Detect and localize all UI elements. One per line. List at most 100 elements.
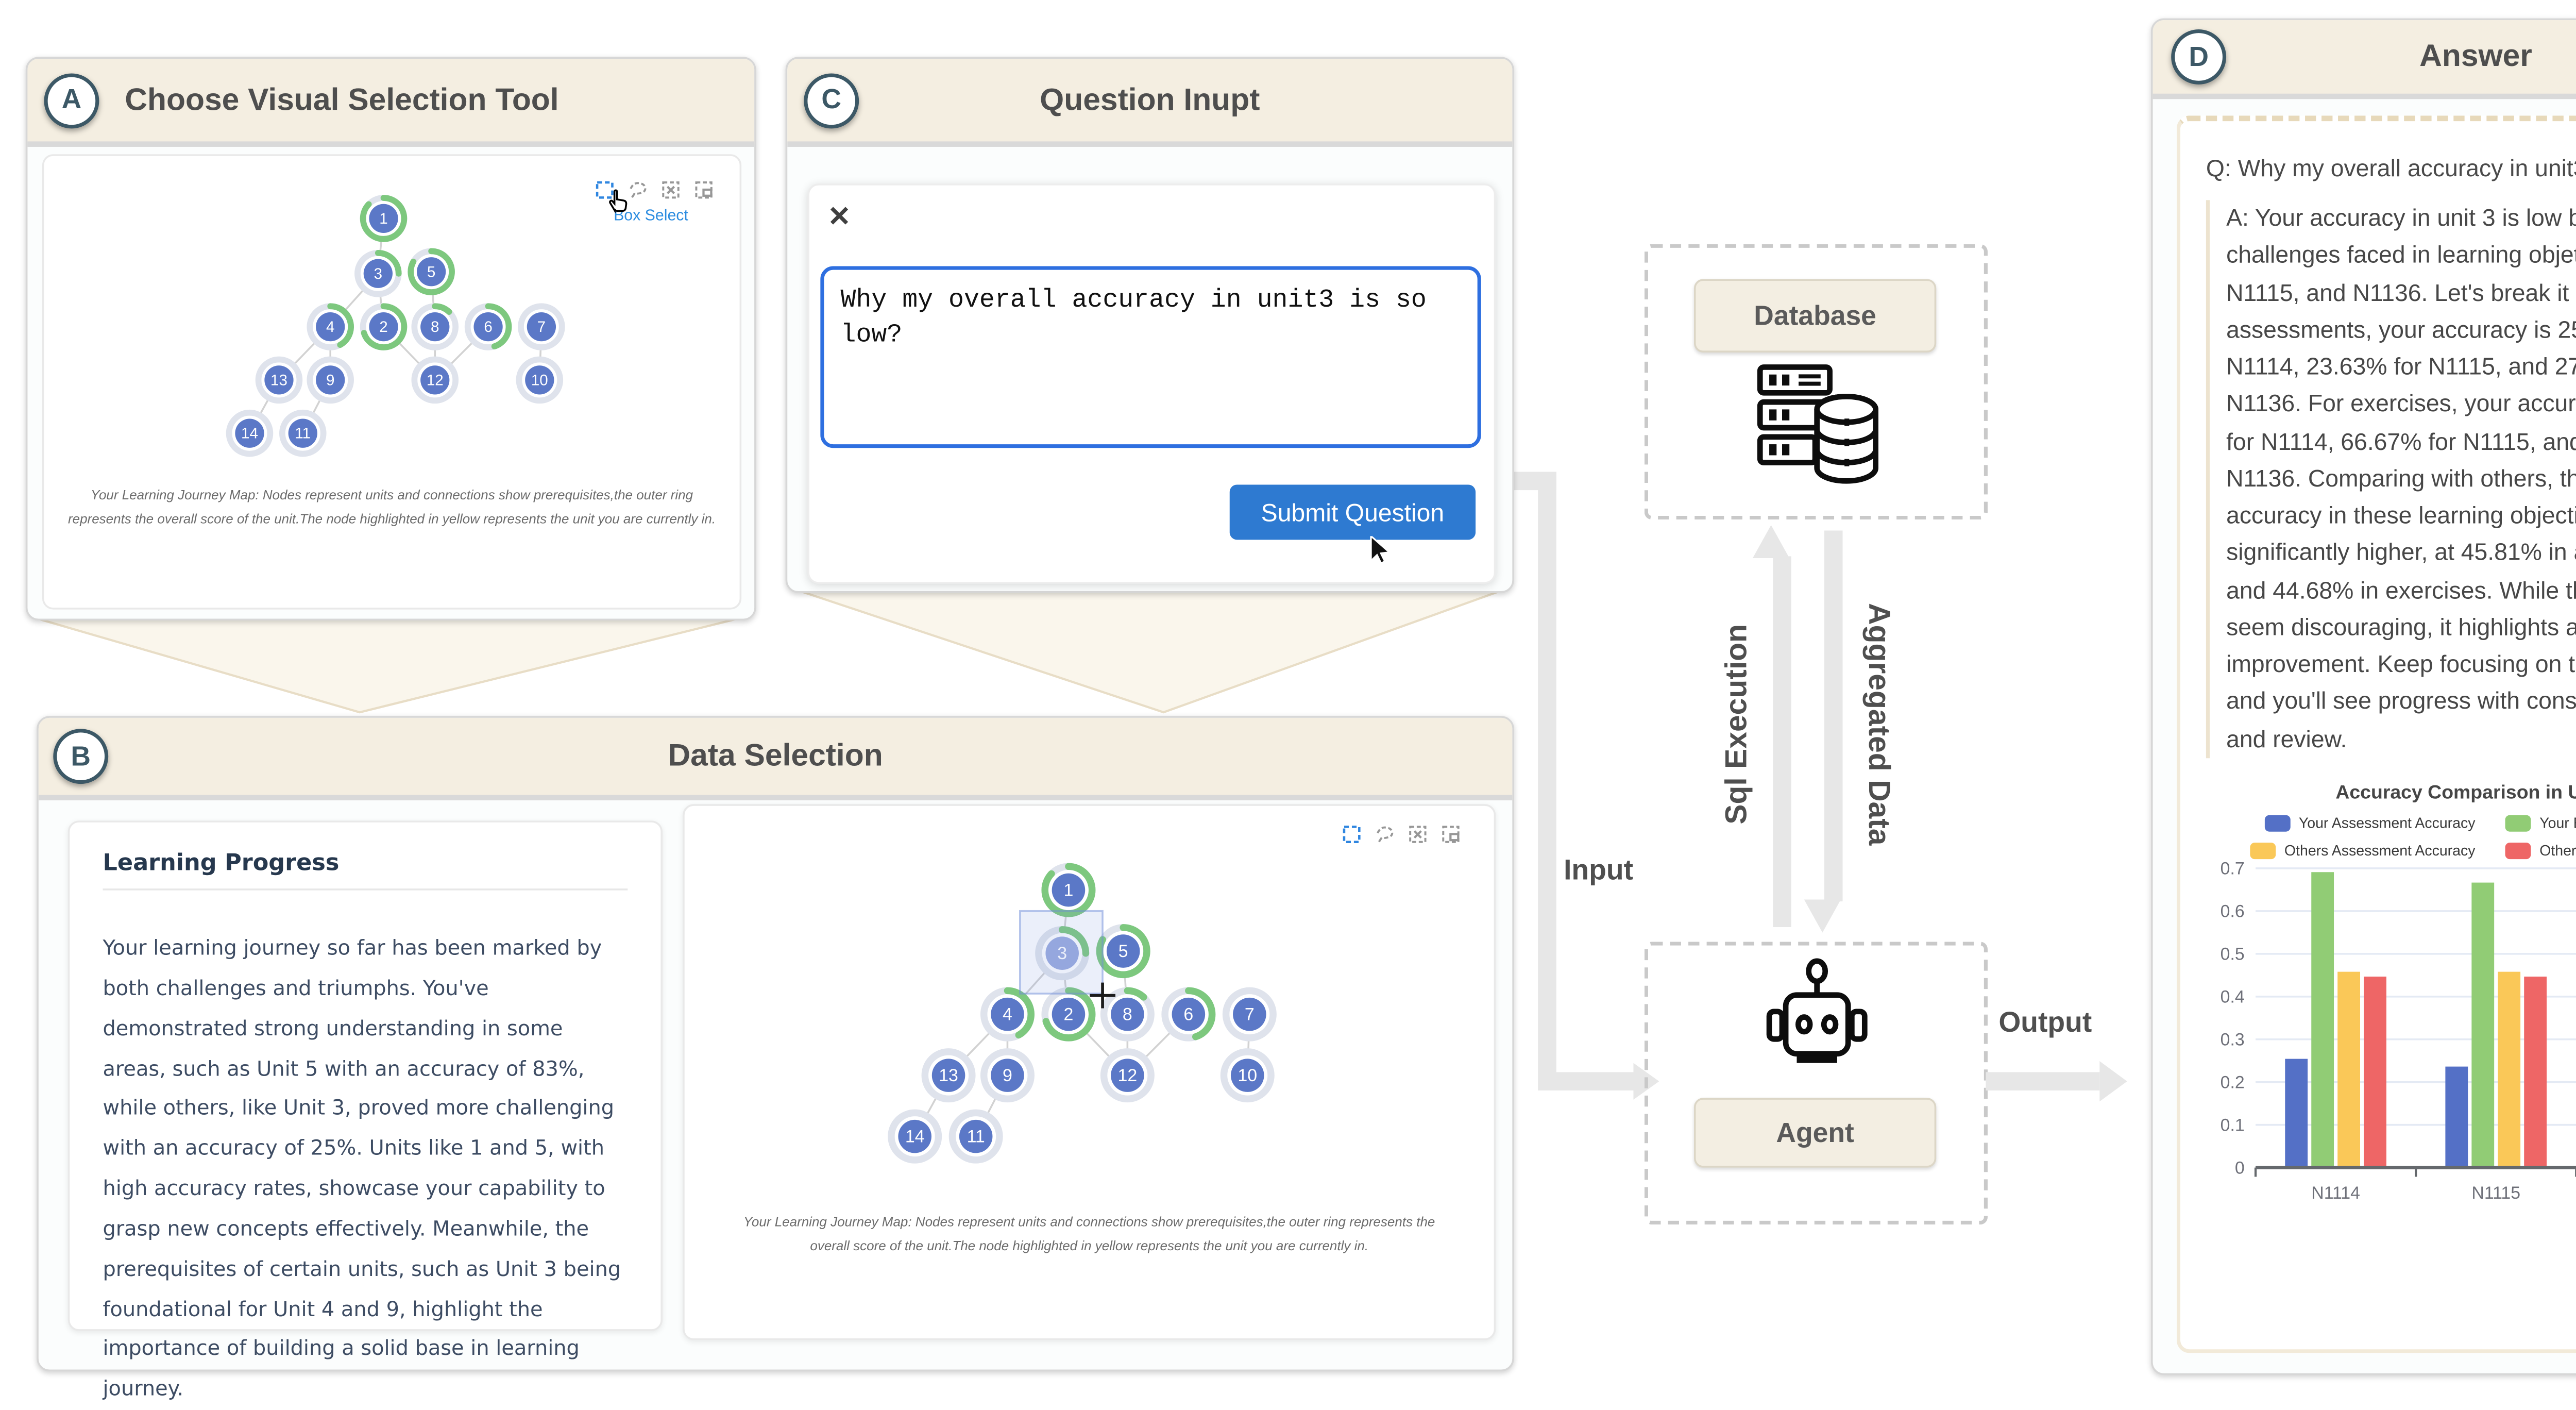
- learning-progress-text: Your learning journey so far has been ma…: [103, 936, 621, 1402]
- svg-text:0.2: 0.2: [2221, 1072, 2245, 1092]
- legend-item[interactable]: Others Exercise Accuracy: [2504, 843, 2576, 860]
- input-flow-line: [1538, 1072, 1637, 1091]
- chart-legend-row-2: Others Assessment Accuracy Others Exerci…: [2206, 843, 2576, 860]
- answer-card: Q: Why my overall accuracy in unit3 is s…: [2176, 115, 2576, 1353]
- learning-progress-card: Learning Progress Your learning journey …: [67, 820, 663, 1401]
- svg-text:N1115: N1115: [2471, 1183, 2520, 1203]
- selection-toolbar: [1342, 824, 1461, 844]
- submit-question-button[interactable]: Submit Question: [1229, 484, 1476, 540]
- legend-item[interactable]: Your Exercise Accuracy: [2504, 815, 2576, 832]
- aggregated-data-arrow: [1824, 530, 1843, 902]
- panel-d-title: Answer: [2419, 38, 2532, 74]
- database-label: Database: [1694, 279, 1937, 352]
- arrow-cursor-icon: [1370, 536, 1392, 565]
- robot-agent-icon: [1766, 958, 1868, 1063]
- answer-text: A: Your accuracy in unit 3 is low becaus…: [2206, 200, 2576, 759]
- lasso-select-icon[interactable]: [628, 180, 648, 200]
- svg-text:3: 3: [374, 265, 382, 282]
- svg-text:7: 7: [537, 318, 546, 335]
- svg-text:2: 2: [1064, 1005, 1074, 1025]
- aggregated-data-arrowhead: [1803, 899, 1840, 933]
- svg-text:4: 4: [326, 318, 334, 335]
- legend-label: Your Assessment Accuracy: [2298, 815, 2476, 832]
- svg-text:N1114: N1114: [2311, 1183, 2360, 1203]
- svg-text:5: 5: [427, 263, 435, 280]
- divider: [103, 888, 628, 891]
- hand-cursor-icon: [609, 189, 628, 213]
- legend-swatch-green: [2504, 815, 2531, 832]
- output-label: Output: [1998, 1008, 2092, 1039]
- sql-execution-arrow: [1773, 556, 1791, 927]
- svg-text:7: 7: [1245, 1005, 1255, 1025]
- svg-text:14: 14: [905, 1127, 925, 1147]
- clear-selection-icon[interactable]: [1408, 824, 1428, 844]
- journey-map-caption: Your Learning Journey Map: Nodes represe…: [67, 486, 716, 527]
- output-flow-line: [1986, 1072, 2100, 1091]
- lasso-select-icon[interactable]: [1375, 824, 1395, 844]
- svg-text:0.6: 0.6: [2221, 902, 2245, 921]
- svg-text:4: 4: [1003, 1005, 1012, 1025]
- legend-label: Others Assessment Accuracy: [2284, 843, 2476, 860]
- agent-label: Agent: [1694, 1098, 1937, 1168]
- svg-text:8: 8: [1123, 1005, 1132, 1025]
- selection-toolbar: [595, 180, 714, 200]
- panel-a-header: A Choose Visual Selection Tool: [27, 58, 755, 147]
- legend-swatch-yellow: [2249, 843, 2276, 860]
- zoom-select-icon[interactable]: [694, 180, 714, 200]
- svg-text:0: 0: [2235, 1158, 2245, 1178]
- svg-text:0.4: 0.4: [2221, 987, 2245, 1007]
- output-arrowhead: [2099, 1061, 2127, 1102]
- svg-text:8: 8: [431, 318, 439, 335]
- svg-text:9: 9: [1003, 1066, 1012, 1085]
- svg-text:5: 5: [1118, 942, 1128, 961]
- learning-progress-title: Learning Progress: [103, 848, 340, 876]
- bar-chart-plot: 00.10.20.30.40.50.60.7N1114N1115N1136: [2221, 859, 2576, 1203]
- journey-map-caption: Your Learning Journey Map: Nodes represe…: [743, 1213, 1435, 1254]
- svg-text:0.1: 0.1: [2221, 1115, 2245, 1135]
- svg-text:13: 13: [939, 1066, 958, 1085]
- panel-c-title: Question Inupt: [1040, 81, 1260, 117]
- accuracy-chart: Accuracy Comparison in Unit 3 Your Asses…: [2206, 782, 2576, 1235]
- legend-swatch-red: [2504, 843, 2531, 860]
- sql-execution-arrowhead: [1752, 525, 1789, 558]
- close-icon[interactable]: ✕: [827, 202, 851, 233]
- badge-d: D: [2171, 29, 2227, 85]
- svg-text:1: 1: [1064, 881, 1074, 900]
- database-icon: [1757, 364, 1879, 484]
- svg-text:12: 12: [1118, 1066, 1138, 1085]
- svg-text:6: 6: [1183, 1005, 1193, 1025]
- panel-question-input: C Question Inupt ✕ Submit Question: [785, 57, 1514, 593]
- panel-a-title: Choose Visual Selection Tool: [125, 81, 559, 117]
- svg-text:14: 14: [241, 425, 258, 442]
- question-textarea[interactable]: [820, 266, 1481, 448]
- svg-text:11: 11: [967, 1127, 985, 1147]
- svg-text:9: 9: [326, 372, 334, 389]
- svg-text:2: 2: [379, 318, 387, 335]
- svg-text:6: 6: [484, 318, 492, 335]
- database-box: Database: [1644, 244, 1988, 520]
- svg-text:3: 3: [1057, 944, 1067, 963]
- input-flow-line: [1538, 472, 1556, 1091]
- svg-text:12: 12: [427, 372, 444, 389]
- chart-title: Accuracy Comparison in Unit 3: [2335, 782, 2576, 804]
- funnel-c-to-b: [794, 588, 1505, 714]
- box-select-icon[interactable]: [1342, 824, 1362, 844]
- chart-legend-row-1: Your Assessment Accuracy Your Exercise A…: [2206, 815, 2576, 832]
- svg-text:13: 13: [270, 372, 287, 389]
- zoom-select-icon[interactable]: [1440, 824, 1461, 844]
- legend-item[interactable]: Others Assessment Accuracy: [2249, 843, 2476, 860]
- svg-text:10: 10: [531, 372, 548, 389]
- question-text: Q: Why my overall accuracy in unit3 is s…: [2206, 154, 2576, 182]
- input-label: Input: [1564, 855, 1634, 887]
- panel-b-title: Data Selection: [668, 738, 883, 773]
- badge-a: A: [44, 72, 99, 128]
- legend-item[interactable]: Your Assessment Accuracy: [2264, 815, 2476, 832]
- clear-selection-icon[interactable]: [660, 180, 681, 200]
- badge-b: B: [53, 729, 109, 784]
- svg-text:0.7: 0.7: [2221, 859, 2245, 879]
